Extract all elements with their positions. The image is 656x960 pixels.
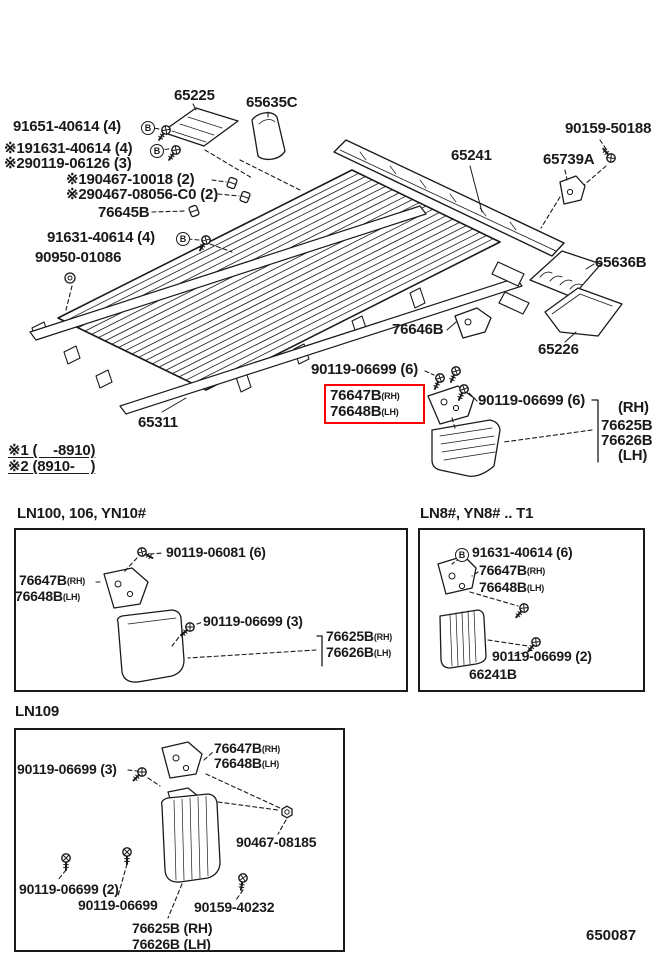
circled-b-icon: B bbox=[141, 121, 155, 135]
part-side-suffix: (RH) bbox=[526, 566, 546, 576]
part-side-suffix: (RH) bbox=[261, 744, 281, 754]
part-label-90159-50188: 90159-50188 bbox=[565, 120, 652, 137]
label-rh: (RH) bbox=[618, 399, 649, 416]
part-label-s2-90467-08056: ※290467-08056-C0 (2) bbox=[66, 186, 218, 203]
leader-lines-main bbox=[65, 126, 609, 443]
part-label-76646b: 76646B bbox=[392, 321, 444, 338]
part-label-76626b: 76626B(LH) bbox=[326, 645, 391, 661]
ln109-art bbox=[57, 741, 293, 919]
ln8-art bbox=[437, 555, 543, 669]
part-side-suffix: (RH) bbox=[66, 576, 86, 586]
frame-65226 bbox=[544, 287, 623, 343]
bracket-76647b-main bbox=[427, 364, 475, 425]
part-label-65311: 65311 bbox=[138, 414, 178, 431]
note-1: ※1 ( -8910) bbox=[8, 442, 96, 459]
part-label-65739a: 65739A bbox=[543, 151, 595, 168]
part-label-s2-90119-06126: ※290119-06126 (3) bbox=[4, 155, 132, 172]
part-label-76625b: 76625B (RH) bbox=[132, 920, 213, 936]
bracket-65739a bbox=[559, 145, 618, 205]
part-label-76647b: 76647B(RH) bbox=[214, 741, 280, 757]
part-side-suffix: (LH) bbox=[261, 759, 280, 769]
bracket-65225 bbox=[161, 103, 239, 147]
part-label-66241b: 66241B bbox=[469, 666, 517, 682]
doc-number: 650087 bbox=[586, 927, 637, 944]
part-label-65635c: 65635C bbox=[246, 94, 298, 111]
section-box-ln109 bbox=[14, 728, 345, 952]
part-label-s1-91631-40614: ※191631-40614 (4) bbox=[4, 140, 133, 157]
section-box-ln8 bbox=[418, 528, 645, 692]
part-label-76625b: 76625B(RH) bbox=[326, 629, 392, 645]
part-label-76647b: 76647B(RH) bbox=[479, 563, 545, 579]
part-number: 76648B bbox=[15, 588, 63, 604]
part-label-90119-06699-top: 90119-06699 (6) bbox=[311, 361, 419, 378]
part-side-suffix: (LH) bbox=[526, 583, 545, 593]
part-side-suffix: (RH) bbox=[373, 632, 393, 642]
part-label-90467-08185: 90467-08185 bbox=[236, 834, 317, 850]
part-number: 76648B bbox=[214, 755, 262, 771]
part-label-90119-06699: 90119-06699 (3) bbox=[203, 613, 303, 629]
highlight-box-76647b bbox=[324, 384, 425, 424]
part-label-91631-40614: 91631-40614 (6) bbox=[472, 544, 573, 560]
part-number: 76626B bbox=[326, 644, 374, 660]
frame-rails-65311 bbox=[29, 205, 530, 415]
part-label-90950-01086: 90950-01086 bbox=[35, 249, 122, 266]
part-label-76626b: 76626B bbox=[601, 432, 653, 449]
part-label-76648b: 76648B(LH) bbox=[15, 589, 80, 605]
label-lh: (LH) bbox=[618, 447, 648, 464]
part-label-65226: 65226 bbox=[538, 341, 579, 358]
part-side-suffix: (RH) bbox=[381, 391, 400, 401]
part-number: 76648B bbox=[479, 579, 527, 595]
part-number: 76647B bbox=[479, 562, 527, 578]
part-label-76626b: 76626B (LH) bbox=[132, 936, 211, 952]
part-label-76648b: 76648B(LH) bbox=[330, 404, 399, 420]
section-box-ln100 bbox=[14, 528, 408, 692]
note-2: ※2 (8910- ) bbox=[8, 458, 96, 475]
part-label-90119-06699-2: 90119-06699 (2) bbox=[19, 881, 119, 897]
part-number: 76648B bbox=[330, 403, 382, 420]
part-label-90119-06699: 90119-06699 bbox=[78, 897, 158, 913]
part-label-s1-90467-10018: ※190467-10018 (2) bbox=[66, 171, 195, 188]
part-number: 76647B bbox=[19, 572, 67, 588]
part-label-76645b: 76645B bbox=[98, 204, 150, 221]
part-label-76648b: 76648B(LH) bbox=[214, 756, 279, 772]
section-title-ln8: LN8#, YN8# .. T1 bbox=[420, 505, 534, 522]
part-label-91651-40614: 91651-40614 (4) bbox=[13, 118, 121, 135]
part-number: 76625B bbox=[326, 628, 374, 644]
section-title-ln109: LN109 bbox=[15, 703, 60, 720]
mudflap-76625b-main bbox=[431, 399, 599, 477]
part-side-suffix: (LH) bbox=[373, 648, 392, 658]
part-number: 76647B bbox=[214, 740, 262, 756]
part-side-suffix: (LH) bbox=[381, 407, 399, 417]
part-label-91631-40614: 91631-40614 (4) bbox=[47, 229, 155, 246]
part-label-76647b: 76647B(RH) bbox=[19, 573, 85, 589]
part-label-90159-40232: 90159-40232 bbox=[194, 899, 275, 915]
corrugation-65636b bbox=[529, 250, 602, 298]
part-side-suffix: (LH) bbox=[62, 592, 81, 602]
part-label-76647b: 76647B(RH) bbox=[330, 388, 400, 404]
part-label-76648b: 76648B(LH) bbox=[479, 580, 544, 596]
front-rail-65241 bbox=[333, 139, 565, 257]
ln100-art bbox=[95, 545, 323, 683]
part-label-90119-06699: 90119-06699 (2) bbox=[492, 648, 592, 664]
section-title-ln100: LN100, 106, YN10# bbox=[17, 505, 146, 522]
part-label-76625b: 76625B bbox=[601, 417, 653, 434]
part-label-65636b: 65636B bbox=[595, 254, 647, 271]
part-label-65241: 65241 bbox=[451, 147, 492, 164]
part-label-90119-06699-3: 90119-06699 (3) bbox=[17, 761, 117, 777]
part-label-65225: 65225 bbox=[174, 87, 215, 104]
bracket-65635c bbox=[251, 111, 286, 161]
circled-b-icon: B bbox=[150, 144, 164, 158]
circled-b-icon: B bbox=[176, 232, 190, 246]
part-label-90119-06699-right: 90119-06699 (6) bbox=[478, 392, 586, 409]
circled-b-icon: B bbox=[455, 548, 469, 562]
part-label-90119-06081: 90119-06081 (6) bbox=[166, 544, 266, 560]
part-number: 76647B bbox=[330, 387, 382, 404]
bracket-76646b bbox=[446, 307, 492, 339]
